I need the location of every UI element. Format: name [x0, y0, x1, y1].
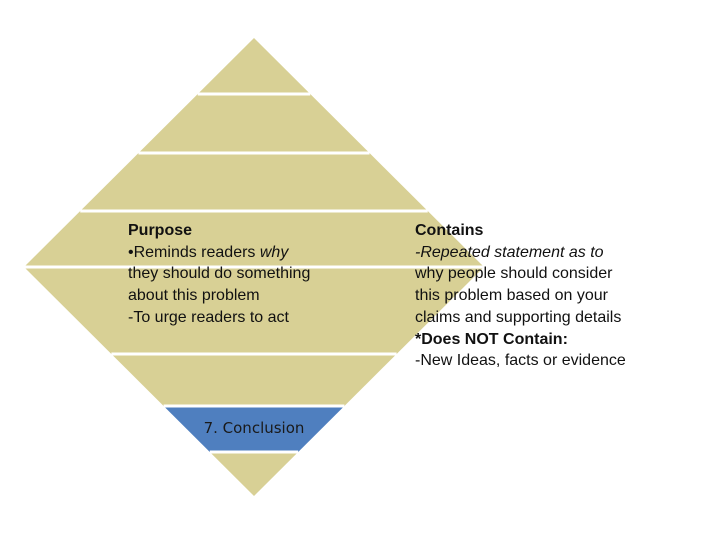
- contains-line-2: why people should consider: [415, 265, 613, 283]
- purpose-line-1: •Reminds readers why: [128, 243, 289, 261]
- diamond-band: [209, 452, 299, 496]
- purpose-line-4: -To urge readers to act: [128, 308, 289, 326]
- contains-line-1: -Repeated statement as to: [415, 243, 604, 261]
- contains-line-3: this problem based on your: [415, 287, 608, 305]
- purpose-text-block: Purpose •Reminds readers why they should…: [128, 220, 310, 329]
- diamond-band: [111, 354, 397, 406]
- purpose-heading: Purpose: [128, 222, 193, 239]
- diamond-band: [80, 153, 428, 211]
- purpose-line-2: they should do something: [128, 265, 311, 283]
- diamond-band: [24, 267, 484, 354]
- purpose-line-3: about this problem: [128, 287, 260, 305]
- contains-line-6: -New Ideas, facts or evidence: [415, 352, 626, 370]
- diamond-band: [197, 38, 311, 94]
- contains-text-block: Contains -Repeated statement as to why p…: [415, 220, 626, 372]
- contains-line-4: claims and supporting details: [415, 308, 622, 326]
- diamond-band-conclusion: [163, 406, 345, 452]
- diamond-band: [138, 94, 370, 153]
- contains-not-heading: *Does NOT Contain:: [415, 330, 568, 348]
- contains-heading: Contains: [415, 222, 484, 239]
- conclusion-step-label: 7. Conclusion: [204, 419, 305, 437]
- diamond-band: [24, 211, 484, 267]
